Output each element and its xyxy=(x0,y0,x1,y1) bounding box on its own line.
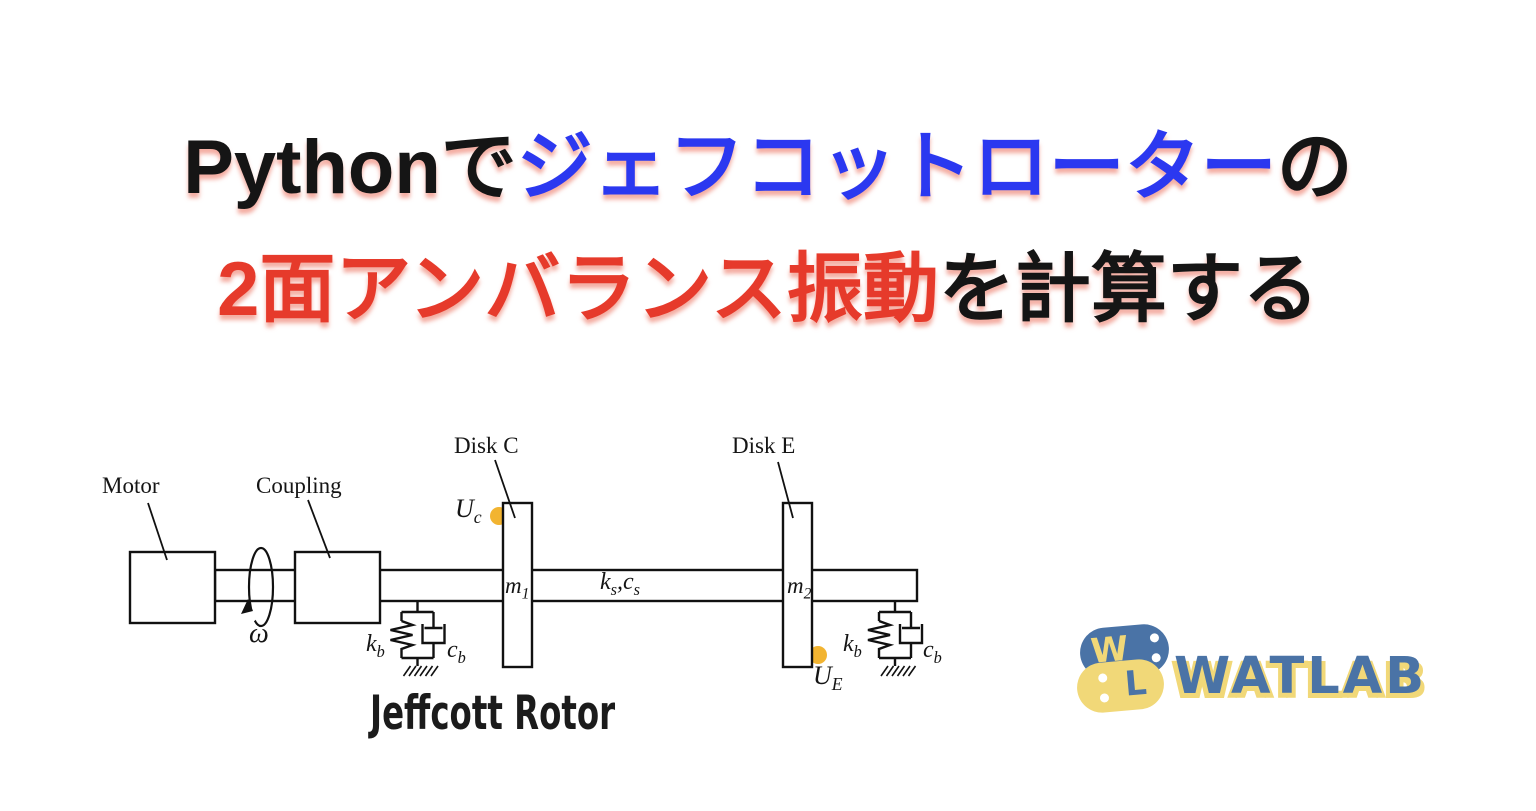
uc-label: Uc xyxy=(455,494,482,528)
title-unbalance-text: 2面アンバランス振動 xyxy=(217,247,939,332)
damper-icon xyxy=(898,624,924,658)
title-line-1: Pythonでジェフコットローターの xyxy=(0,130,1536,206)
unbalance-dot-e xyxy=(809,646,827,664)
disk-e-rect xyxy=(781,501,814,669)
m1-label: m1 xyxy=(505,573,530,603)
m2-label: m2 xyxy=(787,573,812,603)
motor-label: Motor xyxy=(102,473,160,498)
watlab-logo: W L WATLAB xyxy=(1074,612,1457,727)
logo-wordmark: WATLAB xyxy=(1174,647,1428,706)
spring-icon xyxy=(867,619,895,658)
logo-dot-icon xyxy=(1099,693,1110,703)
bearing-frame xyxy=(400,601,435,666)
logo-dot-icon xyxy=(1097,673,1108,683)
title-no-text: の xyxy=(1276,125,1353,210)
disk-c-leader-line xyxy=(494,459,516,519)
disk-e-label: Disk E xyxy=(732,433,796,458)
bearing-left xyxy=(390,601,446,677)
disk-e-leader-line xyxy=(777,461,794,519)
damper-icon xyxy=(421,624,446,658)
logo-dot-icon xyxy=(1149,632,1160,643)
bearing-frame xyxy=(877,601,913,666)
bearing-right xyxy=(867,601,924,677)
title-python-text: Pythonで xyxy=(183,125,517,210)
logo-pill-yellow: L xyxy=(1074,657,1167,715)
ground-hatch-icon xyxy=(402,665,439,677)
spring-icon xyxy=(390,619,417,658)
shaft-stiffness-label: ks,cs xyxy=(600,569,641,599)
cb-left-label: cb xyxy=(447,637,466,667)
disk-c-label: Disk C xyxy=(454,433,519,458)
kb-right-label: kb xyxy=(843,631,862,661)
ue-label: UE xyxy=(813,661,843,695)
logo-dot-icon xyxy=(1151,652,1162,663)
kb-left-label: kb xyxy=(366,631,385,661)
title-line-2: 2面アンバランス振動を計算する xyxy=(0,252,1536,328)
ground-hatch-icon xyxy=(880,665,917,677)
title-jeffcott-rotor-text: ジェフコットローター xyxy=(516,125,1277,210)
cb-right-label: cb xyxy=(923,637,942,667)
rotation-ellipse-icon xyxy=(247,546,275,628)
diagram-caption: Jeffcott Rotor xyxy=(370,686,616,741)
disk-c-rect xyxy=(501,501,534,669)
rotation-arrowhead-icon xyxy=(241,599,253,614)
omega-label: ω xyxy=(249,618,269,649)
coupling-box xyxy=(293,550,382,625)
rotation-ellipse-gap xyxy=(245,610,257,622)
logo-letter-l: L xyxy=(1123,662,1149,705)
coupling-leader-line xyxy=(307,499,331,559)
motor-box xyxy=(128,550,217,625)
title-calculate-text: を計算する xyxy=(938,247,1319,332)
motor-leader-line xyxy=(147,502,168,561)
coupling-label: Coupling xyxy=(256,473,342,498)
